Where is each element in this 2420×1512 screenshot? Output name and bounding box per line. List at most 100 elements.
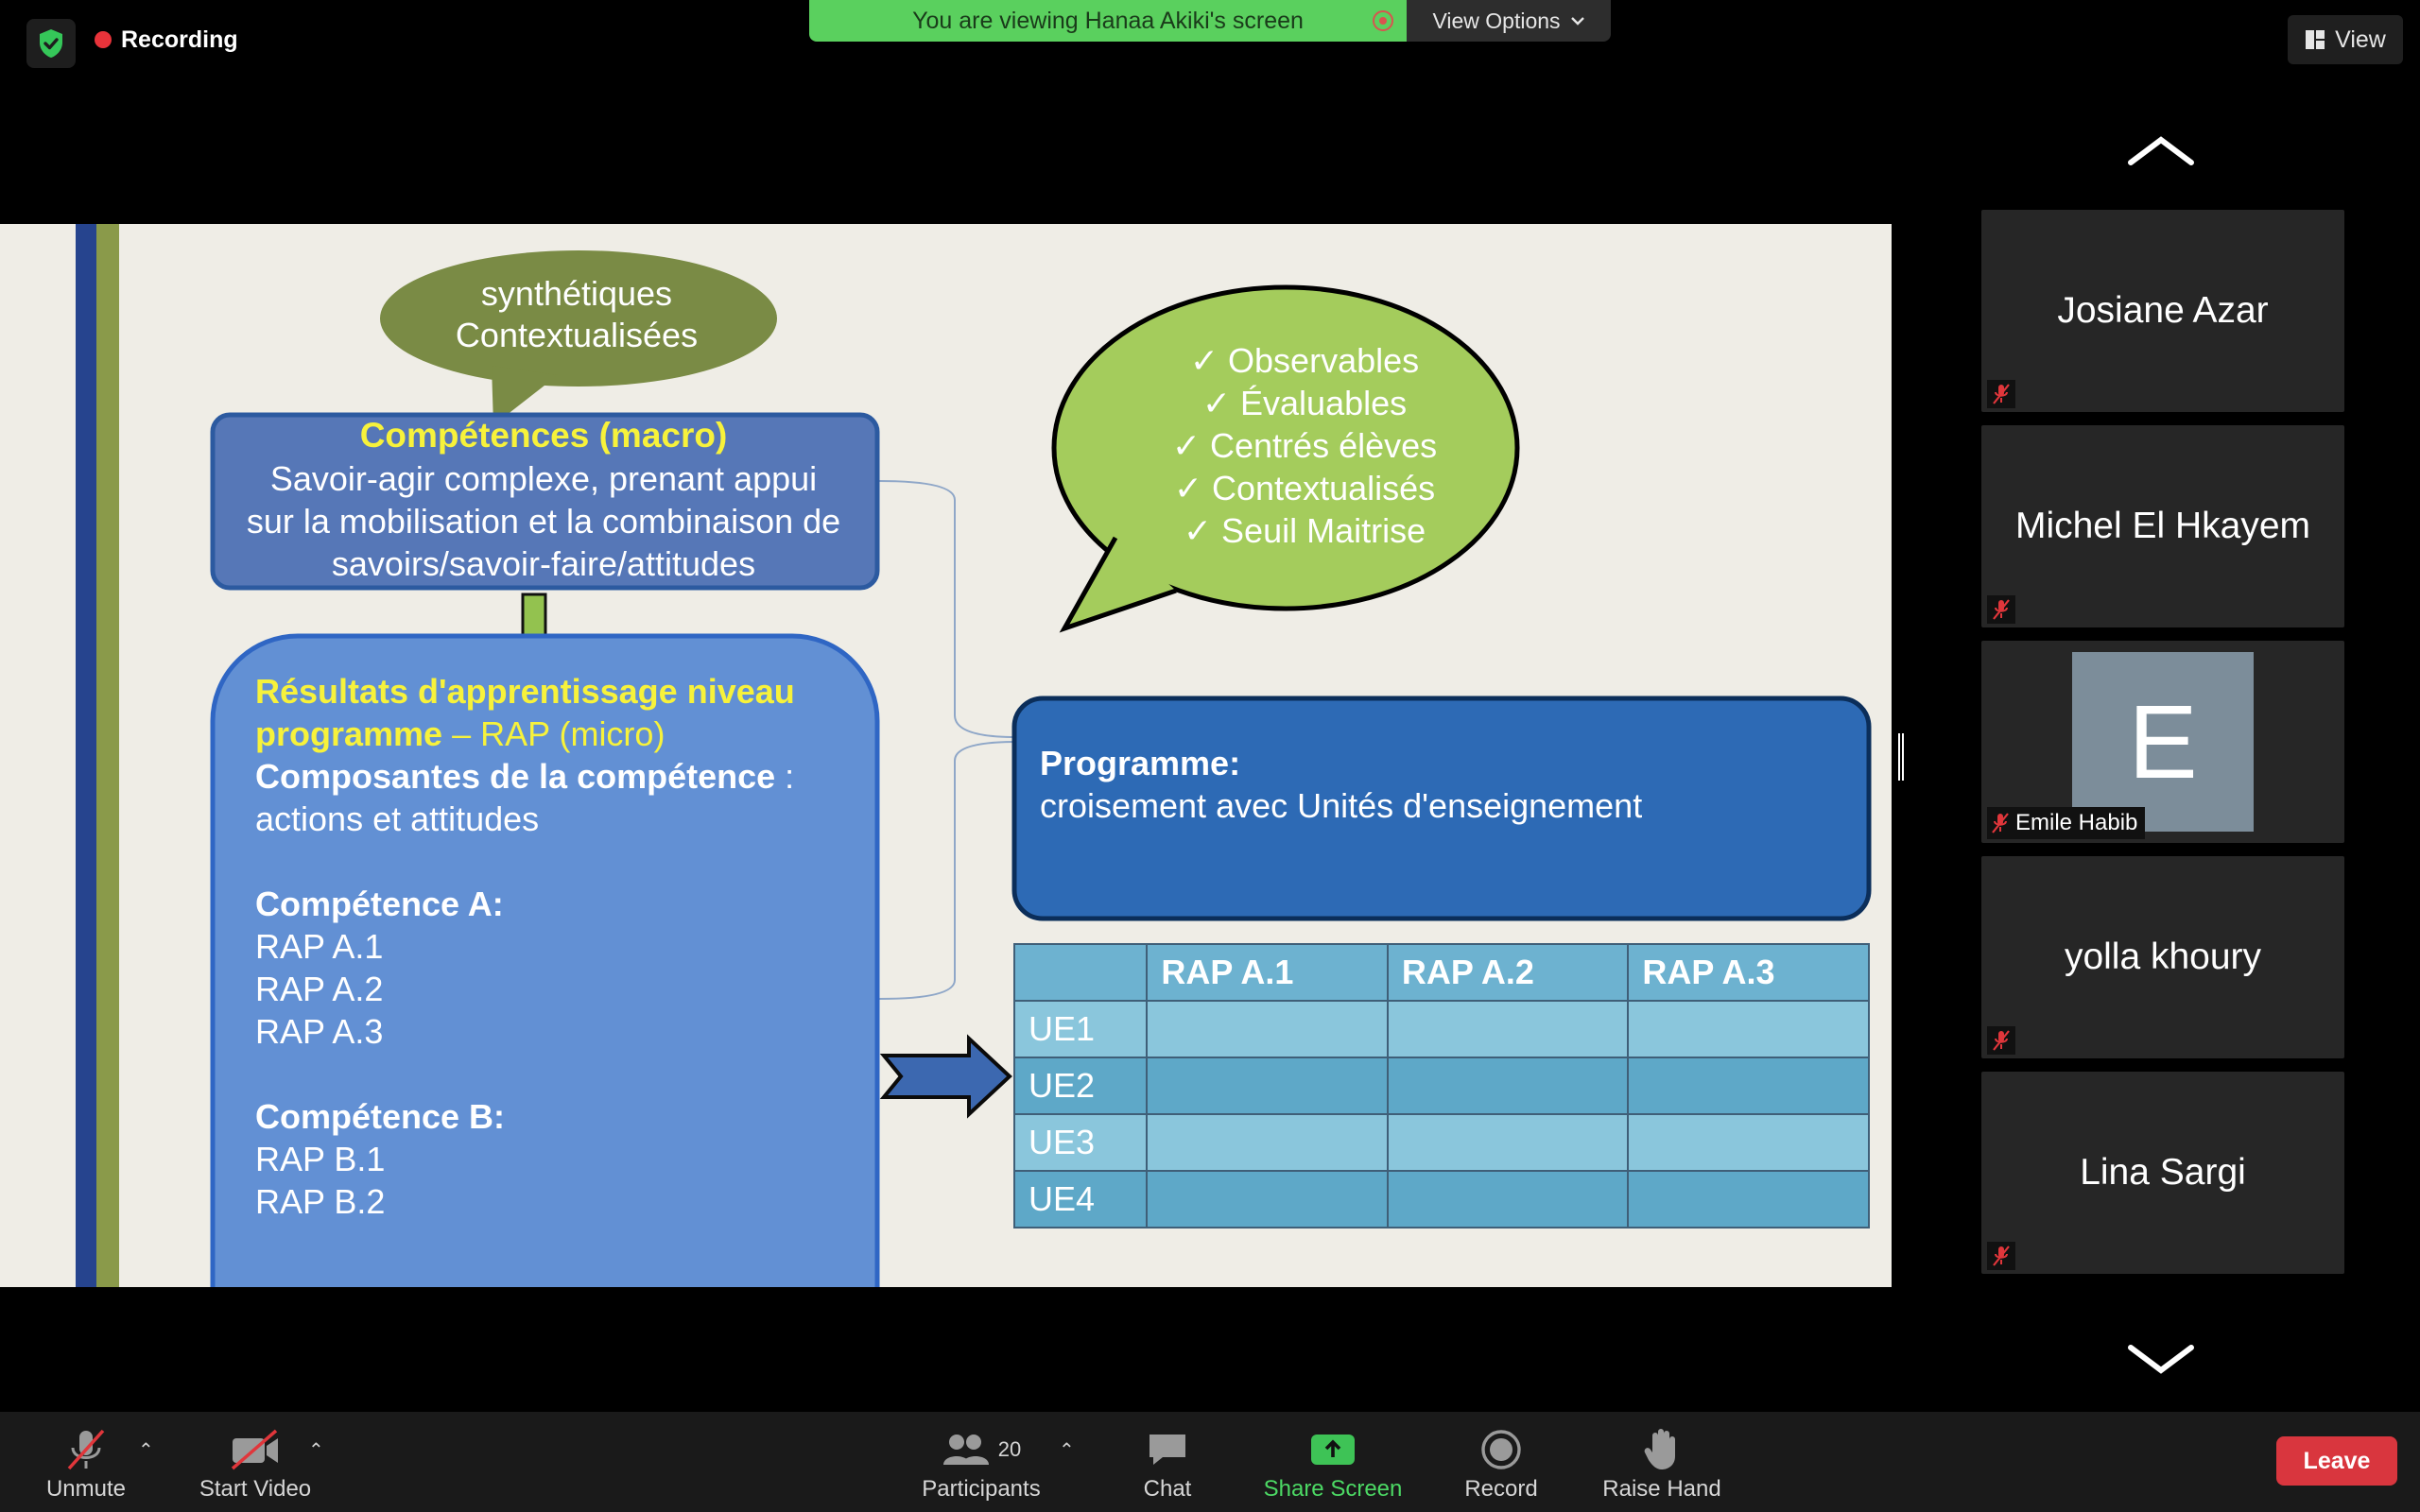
table-cell: [1146, 1170, 1389, 1228]
leave-button[interactable]: Leave: [2276, 1436, 2397, 1486]
rap-item: RAP A.1: [255, 927, 384, 966]
components-colon: :: [775, 757, 795, 796]
table-row: UE1: [1012, 1000, 1870, 1058]
participant-name-tag: Emile Habib: [1987, 807, 2146, 839]
rap-item: RAP A.3: [255, 1012, 384, 1051]
programme-box: [1011, 696, 1872, 921]
view-layout-button[interactable]: View: [2288, 15, 2403, 64]
programme-title: Programme:: [1040, 744, 1241, 782]
recording-indicator[interactable]: Recording: [95, 23, 238, 57]
criteria-list: Observables Évaluables Centrés élèves Co…: [1134, 339, 1475, 552]
criteria-item: Seuil Maitrise: [1134, 509, 1475, 552]
table-cell: [1146, 1057, 1389, 1115]
viewing-screen-banner: You are viewing Hanaa Akiki's screen: [809, 0, 1407, 42]
rap-title-suffix: – RAP (micro): [442, 714, 666, 753]
macro-body: Savoir-agir complexe, prenant appui sur …: [213, 457, 874, 585]
participants-options-caret-icon[interactable]: ⌃: [1059, 1440, 1075, 1461]
participants-icon: [942, 1435, 989, 1465]
table-row: UE3: [1012, 1113, 1870, 1172]
participant-name: Emile Habib: [2015, 810, 2138, 835]
participant-name: Lina Sargi: [2080, 1152, 2246, 1193]
criteria-item: Centrés élèves: [1134, 424, 1475, 467]
participant-tile[interactable]: Michel El Hkayem: [1981, 425, 2344, 627]
chat-button[interactable]: Chat: [1125, 1412, 1210, 1512]
view-label: View: [2335, 26, 2386, 53]
chat-label: Chat: [1143, 1476, 1192, 1502]
criteria-item: Observables: [1134, 339, 1475, 382]
blue-right-arrow: [879, 1034, 1012, 1119]
criteria-item: Évaluables: [1134, 382, 1475, 424]
table-row-label: UE1: [1012, 1000, 1149, 1058]
table-row-label: UE4: [1012, 1170, 1149, 1228]
rap-item: RAP B.2: [255, 1182, 386, 1221]
muted-mic-icon: [1987, 1242, 2015, 1270]
table-header-cell: RAP A.3: [1627, 943, 1870, 1002]
table-row: UE2: [1012, 1057, 1870, 1115]
olive-speech-bubble: [380, 250, 777, 387]
criteria-item: Contextualisés: [1134, 467, 1475, 509]
macro-box: [210, 412, 880, 591]
table-cell: [1386, 1170, 1630, 1228]
recording-label: Recording: [121, 26, 238, 53]
table-row-label: UE2: [1012, 1057, 1149, 1115]
start-video-button[interactable]: Start Video: [189, 1412, 321, 1512]
participant-name: Michel El Hkayem: [2014, 506, 2311, 546]
view-options-label: View Options: [1432, 8, 1561, 33]
muted-mic-icon: [1987, 595, 2015, 624]
recording-dot-icon: [95, 31, 112, 48]
participants-button[interactable]: 20 Participants: [908, 1412, 1055, 1512]
components-label: Composantes de la compétence: [255, 757, 776, 796]
participant-name: yolla khoury: [2064, 936, 2262, 977]
participant-tile[interactable]: Josiane Azar: [1981, 210, 2344, 412]
table-cell: [1386, 1113, 1630, 1172]
rap-title-line-1: Résultats d'apprentissage niveau: [255, 672, 795, 711]
table-row-label: UE3: [1012, 1113, 1149, 1172]
rap-item: RAP A.2: [255, 970, 384, 1008]
video-off-icon: [229, 1423, 282, 1476]
meeting-toolbar: Unmute ⌃ Start Video ⌃ 20 Participants ⌃…: [0, 1412, 2420, 1512]
olive-line-2: Contextualisées: [455, 316, 699, 354]
unmute-label: Unmute: [45, 1476, 127, 1502]
slide-stripe-olive: [96, 224, 119, 1287]
grid-layout-icon: [2306, 30, 2325, 49]
stop-viewing-icon[interactable]: [1373, 10, 1393, 31]
components-line-2: actions et attitudes: [255, 799, 540, 838]
participant-tile[interactable]: E Emile Habib: [1981, 641, 2344, 843]
record-button[interactable]: Record: [1452, 1412, 1550, 1512]
macro-line-3: savoirs/savoir-faire/attitudes: [331, 544, 756, 583]
chevron-up-icon[interactable]: [2127, 132, 2195, 170]
table-cell: [1627, 1170, 1870, 1228]
video-options-caret-icon[interactable]: ⌃: [308, 1440, 324, 1461]
muted-mic-icon: [1987, 1026, 2015, 1055]
record-label: Record: [1464, 1476, 1538, 1502]
chevron-down-icon[interactable]: [2127, 1340, 2195, 1378]
audio-options-caret-icon[interactable]: ⌃: [138, 1440, 154, 1461]
rap-item: RAP B.1: [255, 1140, 386, 1178]
viewing-banner-text: You are viewing Hanaa Akiki's screen: [912, 7, 1304, 34]
participant-tile[interactable]: Lina Sargi: [1981, 1072, 2344, 1274]
table-cell: [1627, 1057, 1870, 1115]
table-cell: [1627, 1000, 1870, 1058]
rap-ue-table: RAP A.1 RAP A.2 RAP A.3 UE1 UE2 UE3 UE4: [1012, 943, 1870, 1228]
macro-line-2: sur la mobilisation et la combinaison de: [246, 502, 841, 541]
table-cell: [1146, 1000, 1389, 1058]
raise-hand-button[interactable]: Raise Hand: [1588, 1412, 1736, 1512]
table-header-row: RAP A.1 RAP A.2 RAP A.3: [1012, 943, 1870, 1002]
programme-body: croisement avec Unités d'enseignement: [1040, 786, 1643, 825]
unmute-button[interactable]: Unmute: [34, 1412, 138, 1512]
view-options-button[interactable]: View Options: [1407, 0, 1611, 42]
security-shield-icon[interactable]: [26, 19, 76, 68]
table-cell: [1146, 1113, 1389, 1172]
olive-line-1: synthétiques: [480, 274, 673, 313]
participant-avatar: E: [2072, 652, 2254, 832]
table-cell: [1386, 1000, 1630, 1058]
panel-resize-handle[interactable]: [1898, 733, 1904, 781]
bracket-connector: [878, 480, 1017, 738]
participants-icon-group: 20: [942, 1423, 1021, 1476]
raise-hand-label: Raise Hand: [1602, 1476, 1721, 1502]
participants-label: Participants: [922, 1476, 1041, 1502]
share-screen-button[interactable]: Share Screen: [1248, 1412, 1418, 1512]
competence-b-label: Compétence B:: [255, 1097, 506, 1136]
participant-tile[interactable]: yolla khoury: [1981, 856, 2344, 1058]
